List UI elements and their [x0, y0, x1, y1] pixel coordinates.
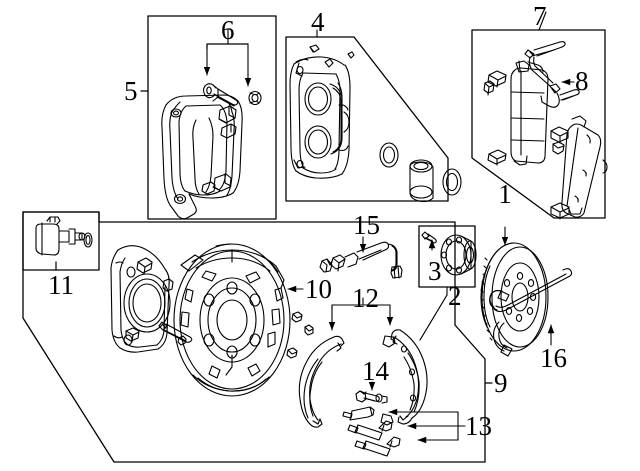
brake-pad-wear-sensor-part [524, 41, 580, 108]
caliper-mounting-bracket-part [161, 94, 243, 220]
callout-label-10: 10 [305, 274, 332, 304]
callout-label-15: 15 [353, 210, 380, 240]
callout-label-3: 3 [428, 256, 442, 286]
callout-label-14: 14 [362, 356, 389, 386]
brake-rotor-disc [480, 242, 549, 352]
abs-wheel-speed-sensor-part [35, 216, 93, 256]
brake-pad-outer [510, 60, 549, 166]
parking-brake-shoe-left [298, 335, 345, 428]
callout-label-1: 1 [498, 179, 512, 209]
brake-pad-inner [561, 115, 608, 218]
brake-caliper-part [289, 44, 355, 179]
brake-hydraulic-hose [319, 241, 403, 279]
steering-knuckle [110, 245, 174, 353]
abs-sensor-wire-harness [489, 268, 573, 357]
callout-label-7: 7 [533, 1, 547, 31]
callout-label-11: 11 [48, 270, 74, 300]
callout-label-2: 2 [448, 281, 462, 311]
leader-13 [388, 408, 466, 444]
callout-label-4: 4 [311, 7, 325, 37]
group-box-abs-sensor [22, 211, 100, 271]
brake-pad-clips [483, 70, 570, 220]
caliper-piston-and-seals [379, 142, 462, 203]
leader-6 [203, 29, 252, 87]
group-box-caliper [285, 29, 449, 202]
hub-and-bearing-assembly [440, 234, 477, 276]
caliper-guide-pin [202, 83, 239, 107]
hub-mounting-bolt [421, 231, 437, 244]
callout-label-9: 9 [494, 368, 508, 398]
backing-plate-nuts [177, 311, 314, 359]
leader-12 [328, 297, 394, 331]
group-box-caliper-bracket [140, 15, 277, 220]
caliper-guide-bushing [248, 90, 262, 106]
parking-brake-shoe-right [380, 329, 428, 426]
callout-label-5: 5 [124, 76, 138, 106]
group-outline-rear-assembly [22, 211, 493, 463]
callout-label-6: 6 [221, 15, 235, 45]
brake-backing-plate-shield [173, 243, 291, 397]
group-box-brake-pad-kit [471, 11, 606, 219]
callout-label-12: 12 [352, 283, 379, 313]
callout-label-16: 16 [540, 343, 567, 373]
callout-label-8: 8 [575, 66, 589, 96]
group-box-hub-assembly [418, 225, 476, 341]
parking-brake-adjuster [355, 390, 388, 404]
callout-label-13: 13 [465, 411, 492, 441]
parking-brake-hardware-parts [342, 406, 401, 457]
